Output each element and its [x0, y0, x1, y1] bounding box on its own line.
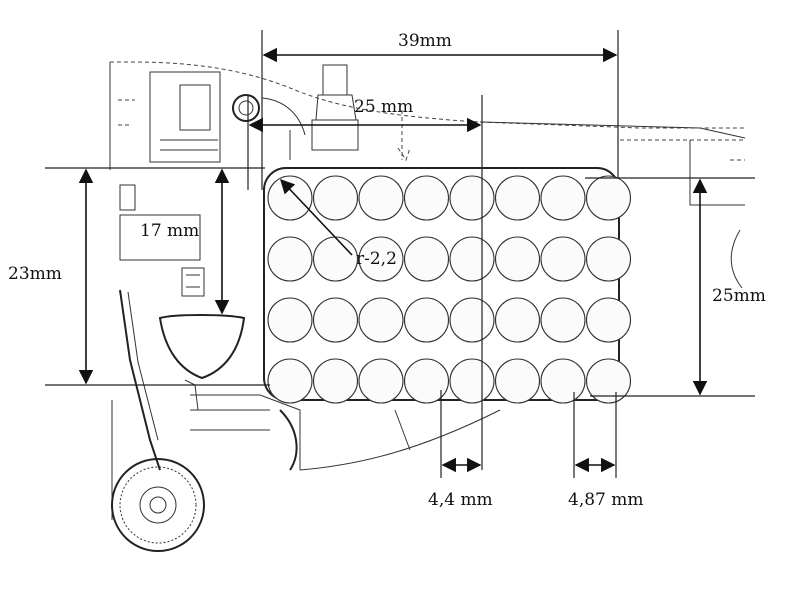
label-edge: 4,87 mm [568, 490, 644, 510]
vehicle-sketch [109, 61, 746, 552]
battery-cell [585, 358, 632, 404]
battery-cell [449, 297, 495, 343]
cell-pack [263, 167, 632, 404]
battery-cell [585, 175, 632, 221]
battery-cell [358, 297, 404, 343]
battery-cell [449, 175, 495, 221]
battery-cell [494, 236, 541, 282]
battery-cell [358, 236, 404, 282]
battery-cell [358, 358, 404, 404]
battery-cell [540, 236, 586, 282]
battery-cell [312, 236, 359, 282]
battery-cell [494, 358, 541, 404]
labels: 39mm 25 mm 23mm 17 mm r-2,2 25mm 4,4 mm … [8, 31, 766, 510]
battery-cell [585, 297, 632, 343]
battery-cell [267, 175, 313, 221]
battery-cell [540, 297, 586, 343]
cell-grid [267, 175, 632, 404]
battery-cell [585, 236, 632, 282]
label-radius: r-2,2 [356, 249, 397, 269]
label-pitch: 4,4 mm [428, 490, 493, 510]
battery-cell [403, 236, 450, 282]
battery-cell [358, 175, 404, 221]
battery-cell [267, 236, 313, 282]
battery-cell [449, 358, 495, 404]
battery-cell [540, 358, 586, 404]
label-width-inner: 25 mm [354, 97, 413, 117]
dimension-lines [45, 30, 755, 478]
battery-cell [403, 297, 450, 343]
battery-cell [267, 358, 313, 404]
battery-cell [449, 236, 495, 282]
label-height-left: 23mm [8, 264, 62, 284]
battery-cell [312, 297, 359, 343]
battery-cell [540, 175, 586, 221]
radius-leader [280, 178, 353, 256]
battery-cell [267, 297, 313, 343]
battery-cell [403, 175, 450, 221]
label-height-inner: 17 mm [140, 221, 199, 241]
battery-cell [312, 175, 359, 221]
battery-cell [403, 358, 450, 404]
battery-cell [494, 175, 541, 221]
battery-cell [312, 358, 359, 404]
battery-cell [494, 297, 541, 343]
label-width-total: 39mm [398, 31, 452, 51]
label-height-right: 25mm [712, 286, 766, 306]
